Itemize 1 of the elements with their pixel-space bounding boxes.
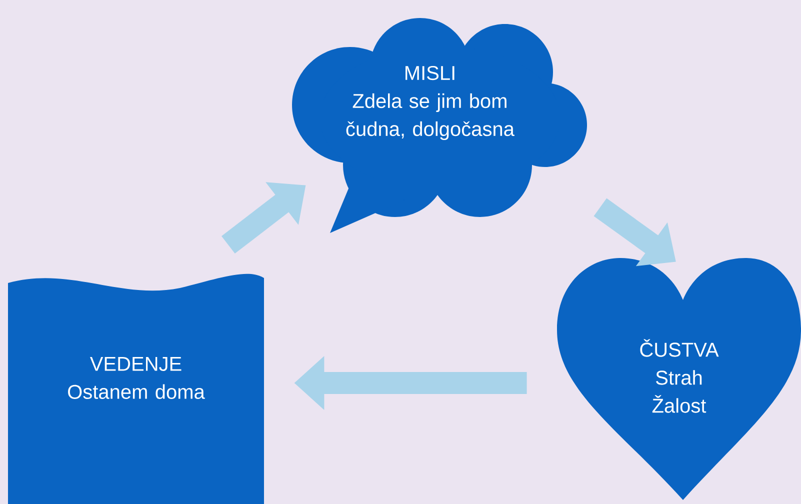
thought-cloud: MISLI Zdela se jim bom čudna, dolgočasna	[292, 18, 587, 233]
